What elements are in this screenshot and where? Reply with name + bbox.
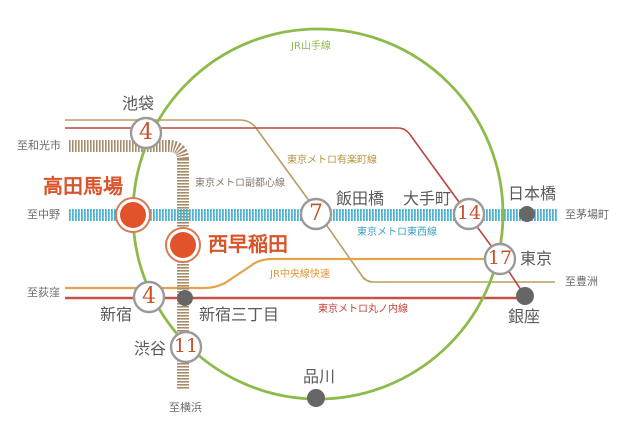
ikebukuro-label: 池袋: [122, 94, 155, 113]
ikebukuro-minutes: 4: [139, 120, 153, 145]
otemachi-minutes: 14: [456, 202, 482, 224]
otemachi-badge[interactable]: [452, 197, 486, 231]
yamanote-line-label: JR山手線: [291, 41, 331, 52]
shibuya-badge[interactable]: [169, 330, 203, 364]
nihombashi-label: 日本橋: [508, 184, 557, 203]
dest-yokohama: 至横浜: [169, 401, 202, 414]
takadanobaba-label: 高田馬場: [43, 174, 123, 198]
iidabashi-minutes: 7: [309, 201, 323, 226]
shinagawa-label: 品川: [303, 367, 336, 386]
shinagawa-dot[interactable]: [307, 389, 325, 407]
dest-toyosu: 至豊洲: [565, 275, 598, 288]
shibuya-label: 渋谷: [134, 339, 167, 358]
shinjuku-minutes: 4: [142, 284, 156, 309]
tokyo-badge[interactable]: [483, 242, 517, 276]
nishiwaseda-label: 西早稲田: [208, 232, 288, 256]
yurakucho-line-label: 東京メトロ有楽町線: [287, 155, 377, 166]
dest-kayabacho: 至茅場町: [565, 208, 609, 221]
tokyo-minutes: 17: [487, 247, 513, 269]
fukutoshin-line-curve: [167, 140, 189, 161]
shibuya-minutes: 11: [173, 335, 199, 357]
nihombashi-dot[interactable]: [519, 206, 535, 222]
marunouchi-line-north: [65, 127, 526, 297]
dest-wakoshi: 至和光市: [17, 139, 61, 152]
ikebukuro-badge[interactable]: [129, 116, 163, 150]
iidabashi-badge[interactable]: [299, 197, 333, 231]
dest-ogikubo: 至荻窪: [27, 286, 60, 299]
marunouchi-line-label: 東京メトロ丸ノ内線: [318, 304, 408, 315]
dest-nakano: 至中野: [27, 208, 60, 221]
tokyo-label: 東京: [520, 249, 553, 268]
chuo-line-label: JR中央線快速: [270, 269, 330, 280]
fukutoshin-line-label: 東京メトロ副都心線: [195, 178, 285, 189]
chuo-line: [65, 257, 500, 290]
shinjuku-sanchome-label: 新宿三丁目: [199, 305, 280, 324]
ginza-label: 銀座: [508, 307, 541, 326]
ginza-dot[interactable]: [516, 287, 534, 305]
tozai-line-label: 東京メトロ東西線: [357, 227, 437, 238]
iidabashi-label: 飯田橋: [336, 189, 385, 208]
shinjuku-badge[interactable]: [132, 280, 166, 314]
shinjuku-label: 新宿: [100, 305, 133, 324]
shinjuku-sanchome-dot[interactable]: [177, 290, 193, 306]
nishiwaseda-marker[interactable]: [165, 227, 201, 263]
otemachi-label: 大手町: [403, 189, 452, 208]
takadanobaba-marker[interactable]: [115, 197, 151, 233]
